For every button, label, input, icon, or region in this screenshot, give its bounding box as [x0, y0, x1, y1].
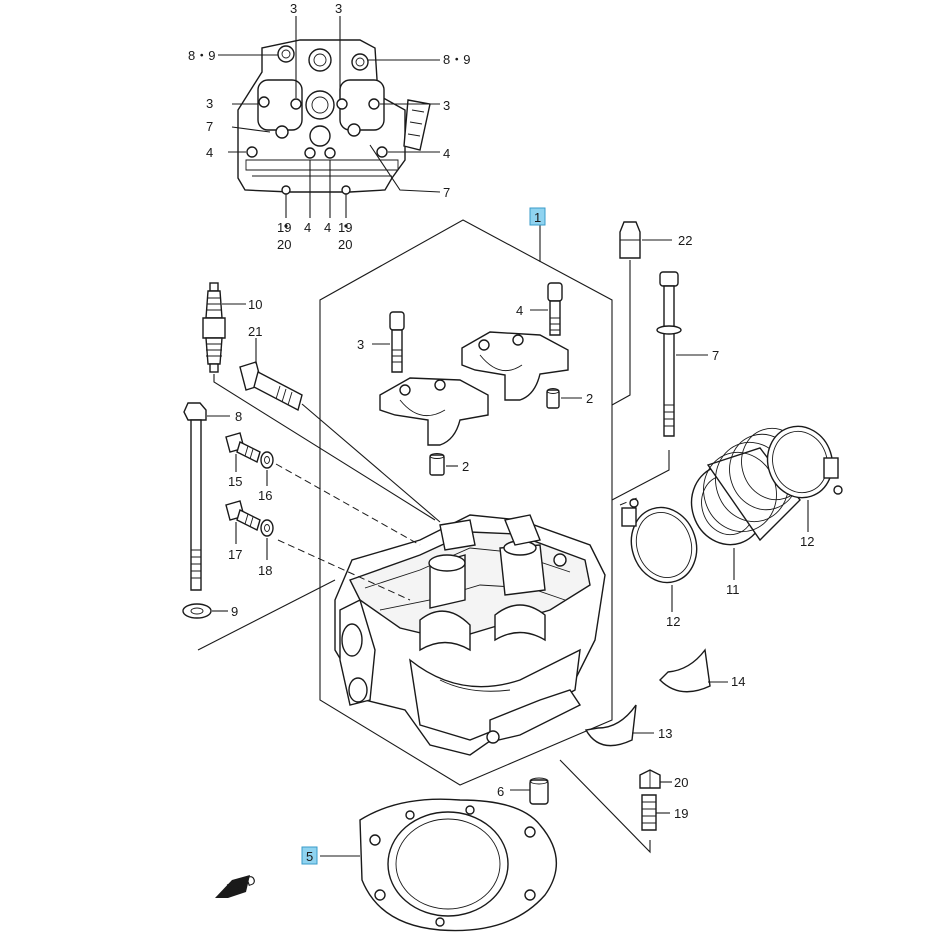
callout-3: 3 — [335, 1, 342, 16]
part-14-clip — [659, 648, 728, 693]
callout-16: 16 — [258, 488, 272, 503]
dowel-6 — [510, 777, 549, 805]
callout-2: 2 — [462, 459, 469, 474]
callout-20: 20 — [277, 237, 291, 252]
nut-20-stud-19 — [559, 759, 672, 854]
long-bolt-7 — [611, 271, 708, 501]
callout-19: 19 — [338, 220, 352, 235]
callout-18: 18 — [258, 563, 272, 578]
callout-3: 3 — [290, 1, 297, 16]
long-bolt-8 — [183, 402, 230, 591]
callout-5-highlight — [301, 846, 318, 865]
callout-15: 15 — [228, 474, 242, 489]
clamp-12-right — [766, 425, 843, 532]
stud-22 — [611, 221, 672, 406]
callout-4: 4 — [206, 145, 213, 160]
bolt-15-washer-16 — [225, 432, 421, 546]
callout-4: 4 — [304, 220, 311, 235]
callout-7: 7 — [206, 119, 213, 134]
callout-17: 17 — [228, 547, 242, 562]
bolt-21 — [239, 338, 441, 523]
callout-7: 7 — [443, 185, 450, 200]
callout-5: 5 — [306, 849, 313, 864]
callout-20: 20 — [338, 237, 352, 252]
spark-plug-10 — [202, 282, 436, 521]
callout-labels: 1 2 2 3 3 3 3 3 4 4 4 4 4 5 6 7 7 7 8 8・… — [188, 1, 814, 864]
clamp-12-left — [619, 497, 698, 612]
callout-3: 3 — [443, 98, 450, 113]
callout-3: 3 — [206, 96, 213, 111]
head-top-view-inset — [218, 16, 441, 228]
callout-10: 10 — [248, 297, 262, 312]
part-13-clip — [584, 704, 654, 747]
part-1-group-outline — [319, 219, 613, 786]
callout-4: 4 — [516, 303, 523, 318]
callout-12: 12 — [666, 614, 680, 629]
callout-12: 12 — [800, 534, 814, 549]
fwd-arrow-icon: FWD — [215, 872, 258, 898]
callout-22: 22 — [678, 233, 692, 248]
callout-1: 1 — [534, 210, 541, 225]
callout-13: 13 — [658, 726, 672, 741]
callout-3: 3 — [357, 337, 364, 352]
callout-9: 9 — [231, 604, 238, 619]
cap-bolt-4 — [530, 282, 563, 336]
callout-19: 19 — [674, 806, 688, 821]
callout-8-9: 8・9 — [188, 48, 215, 63]
washer-9 — [182, 579, 336, 651]
callout-11: 11 — [726, 582, 740, 597]
callout-2: 2 — [586, 391, 593, 406]
callout-4: 4 — [324, 220, 331, 235]
bolt-17-washer-18 — [225, 500, 411, 601]
callout-8-9: 8・9 — [443, 52, 470, 67]
callout-7: 7 — [712, 348, 719, 363]
callout-14: 14 — [731, 674, 745, 689]
cap-bolt-3 — [372, 311, 405, 373]
callout-1-highlight — [529, 207, 546, 226]
callout-8: 8 — [235, 409, 242, 424]
dowel-pins-2 — [429, 388, 582, 476]
callout-6: 6 — [497, 784, 504, 799]
callout-19: 19 — [277, 220, 291, 235]
callout-21: 21 — [248, 324, 262, 339]
camshaft-caps — [379, 331, 569, 446]
head-gasket-5 — [320, 798, 557, 932]
cylinder-head — [334, 514, 606, 756]
callout-4: 4 — [443, 146, 450, 161]
callout-20: 20 — [674, 775, 688, 790]
